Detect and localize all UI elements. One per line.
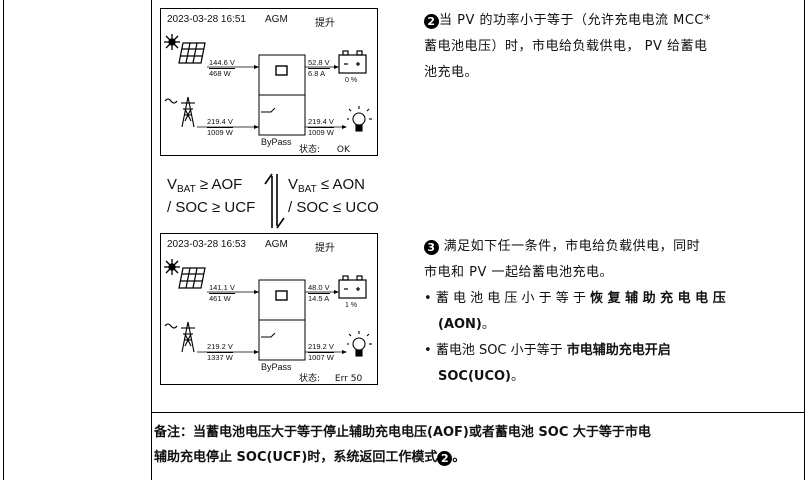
solar-panel-icon — [178, 267, 206, 289]
load-readout: 219.4 V 1009 W — [308, 117, 334, 137]
mode3-line1: 3 满足如下任一条件，市电给负载供电，同时 — [424, 234, 800, 260]
lcd-screen-1: 2023-03-28 16:51 AGM 提升 — [160, 8, 378, 156]
pv-readout: 141.1 V 461 W — [209, 283, 235, 303]
grid-readout: 219.4 V 1009 W — [207, 117, 233, 137]
mode3-description: 3 满足如下任一条件，市电给负载供电，同时 市电和 PV 一起给蓄电池充电。 — [424, 234, 800, 286]
solar-panel-icon — [178, 42, 206, 64]
light-bulb-icon — [347, 106, 372, 132]
condition-bullet-1: • 蓄 电 池 电 压 小 于 等 于 恢 复 辅 助 充 电 电 压 (AON… — [424, 291, 726, 332]
battery-readout: 52.8 V 6.8 A — [308, 58, 330, 78]
inverter-display — [275, 65, 288, 76]
remark-line1: 备注：当蓄电池电压大于等于停止辅助充电电压(AOF)或者蓄电池 SOC 大于等于… — [154, 425, 651, 440]
condition-bullet-2: • 蓄电池 SOC 小于等于 市电辅助充电开启 SOC(UCO)。 — [424, 343, 671, 384]
mode: 提升 — [315, 243, 335, 254]
table-divider — [151, 0, 152, 480]
mode2-line2: 蓄电池电压）时，市电给负载供电， PV 给蓄电 — [424, 39, 708, 54]
bypass-label: ByPass — [261, 137, 292, 147]
grid-readout: 219.2 V 1337 W — [207, 342, 233, 362]
datetime: 2023-03-28 16:53 — [167, 239, 246, 250]
bullet-icon: • — [424, 291, 436, 306]
status-value: Err 50 — [334, 374, 363, 384]
sun-icon — [164, 259, 180, 275]
sun-icon — [164, 34, 180, 50]
bypass-label: ByPass — [261, 362, 292, 372]
pv-readout: 144.6 V 468 W — [209, 58, 235, 78]
status-line: 状态: OK — [299, 142, 350, 155]
mode2-line3: 池充电。 — [424, 65, 479, 80]
status-value: OK — [336, 145, 350, 155]
transition-left-condition: VBAT ≥ AOF / SOC ≥ UCF — [167, 176, 256, 216]
grid-tower-icon — [181, 321, 195, 353]
battery-icon — [338, 275, 367, 299]
mode-3-marker: 3 — [424, 240, 439, 255]
ac-wave-icon — [164, 323, 178, 329]
battery-soc: 0 % — [345, 77, 358, 84]
mode-2-marker: 2 — [437, 451, 453, 466]
battery-type: AGM — [265, 14, 288, 25]
screen-header: 2023-03-28 16:51 AGM 提升 — [167, 14, 371, 29]
table-border-left — [3, 0, 4, 480]
load-readout: 219.2 V 1007 W — [308, 342, 334, 362]
transition-right-condition: VBAT ≤ AON / SOC ≤ UCO — [288, 176, 379, 216]
battery-readout: 48.0 V 14.5 A — [308, 283, 330, 303]
bullet-icon: • — [424, 343, 436, 358]
status-label: 状态: — [299, 374, 321, 384]
grid-tower-icon — [181, 96, 195, 128]
mode: 提升 — [315, 18, 335, 29]
inverter-display — [275, 290, 288, 301]
table-border-right — [804, 0, 805, 480]
status-line: 状态: Err 50 — [299, 371, 362, 384]
datetime: 2023-03-28 16:51 — [167, 14, 246, 25]
ac-wave-icon — [164, 98, 178, 104]
battery-type: AGM — [265, 239, 288, 250]
row-divider — [151, 412, 804, 413]
battery-soc: 1 % — [345, 302, 358, 309]
mode-2-marker: 2 — [424, 14, 439, 29]
light-bulb-icon — [347, 331, 372, 357]
screen-header: 2023-03-28 16:53 AGM 提升 — [167, 239, 371, 254]
lcd-screen-2: 2023-03-28 16:53 AGM 提升 — [160, 233, 378, 385]
status-label: 状态: — [299, 145, 321, 155]
battery-icon — [338, 50, 367, 74]
remark-note: 备注：当蓄电池电压大于等于停止辅助充电电压(AOF)或者蓄电池 SOC 大于等于… — [154, 420, 802, 470]
mode3-line2: 市电和 PV 一起给蓄电池充电。 — [424, 265, 613, 280]
transition-arrows — [264, 173, 285, 229]
